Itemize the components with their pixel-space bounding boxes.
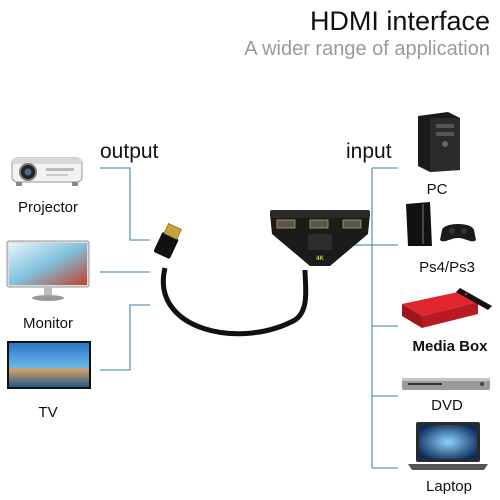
page-subtitle: A wider range of application [244,38,490,60]
page-title: HDMI interface [309,6,490,36]
device-label-projector: Projector [17,199,79,216]
projector-icon [8,152,86,188]
tv-icon [6,340,92,392]
hdmi-switch: 4K [140,210,380,350]
monitor-icon [6,240,90,302]
device-label-tv: TV [38,404,58,421]
svg-text:4K: 4K [316,256,324,262]
device-label-laptop: Laptop [426,478,472,495]
input-heading: input [346,140,392,163]
device-label-media-box: Media Box [412,338,488,355]
laptop-icon [404,420,492,472]
output-line-tv [100,304,150,371]
device-label-ps4: Ps4/Ps3 [419,259,475,276]
device-label-monitor: Monitor [22,315,74,332]
device-label-pc: PC [426,181,448,198]
media-box-icon [400,282,496,332]
output-line-projector [100,167,150,241]
output-heading: output [100,140,159,163]
dvd-player-icon [400,374,492,394]
pc-tower-icon [410,110,464,174]
device-label-dvd: DVD [431,397,463,414]
game-console-icon [402,200,494,248]
